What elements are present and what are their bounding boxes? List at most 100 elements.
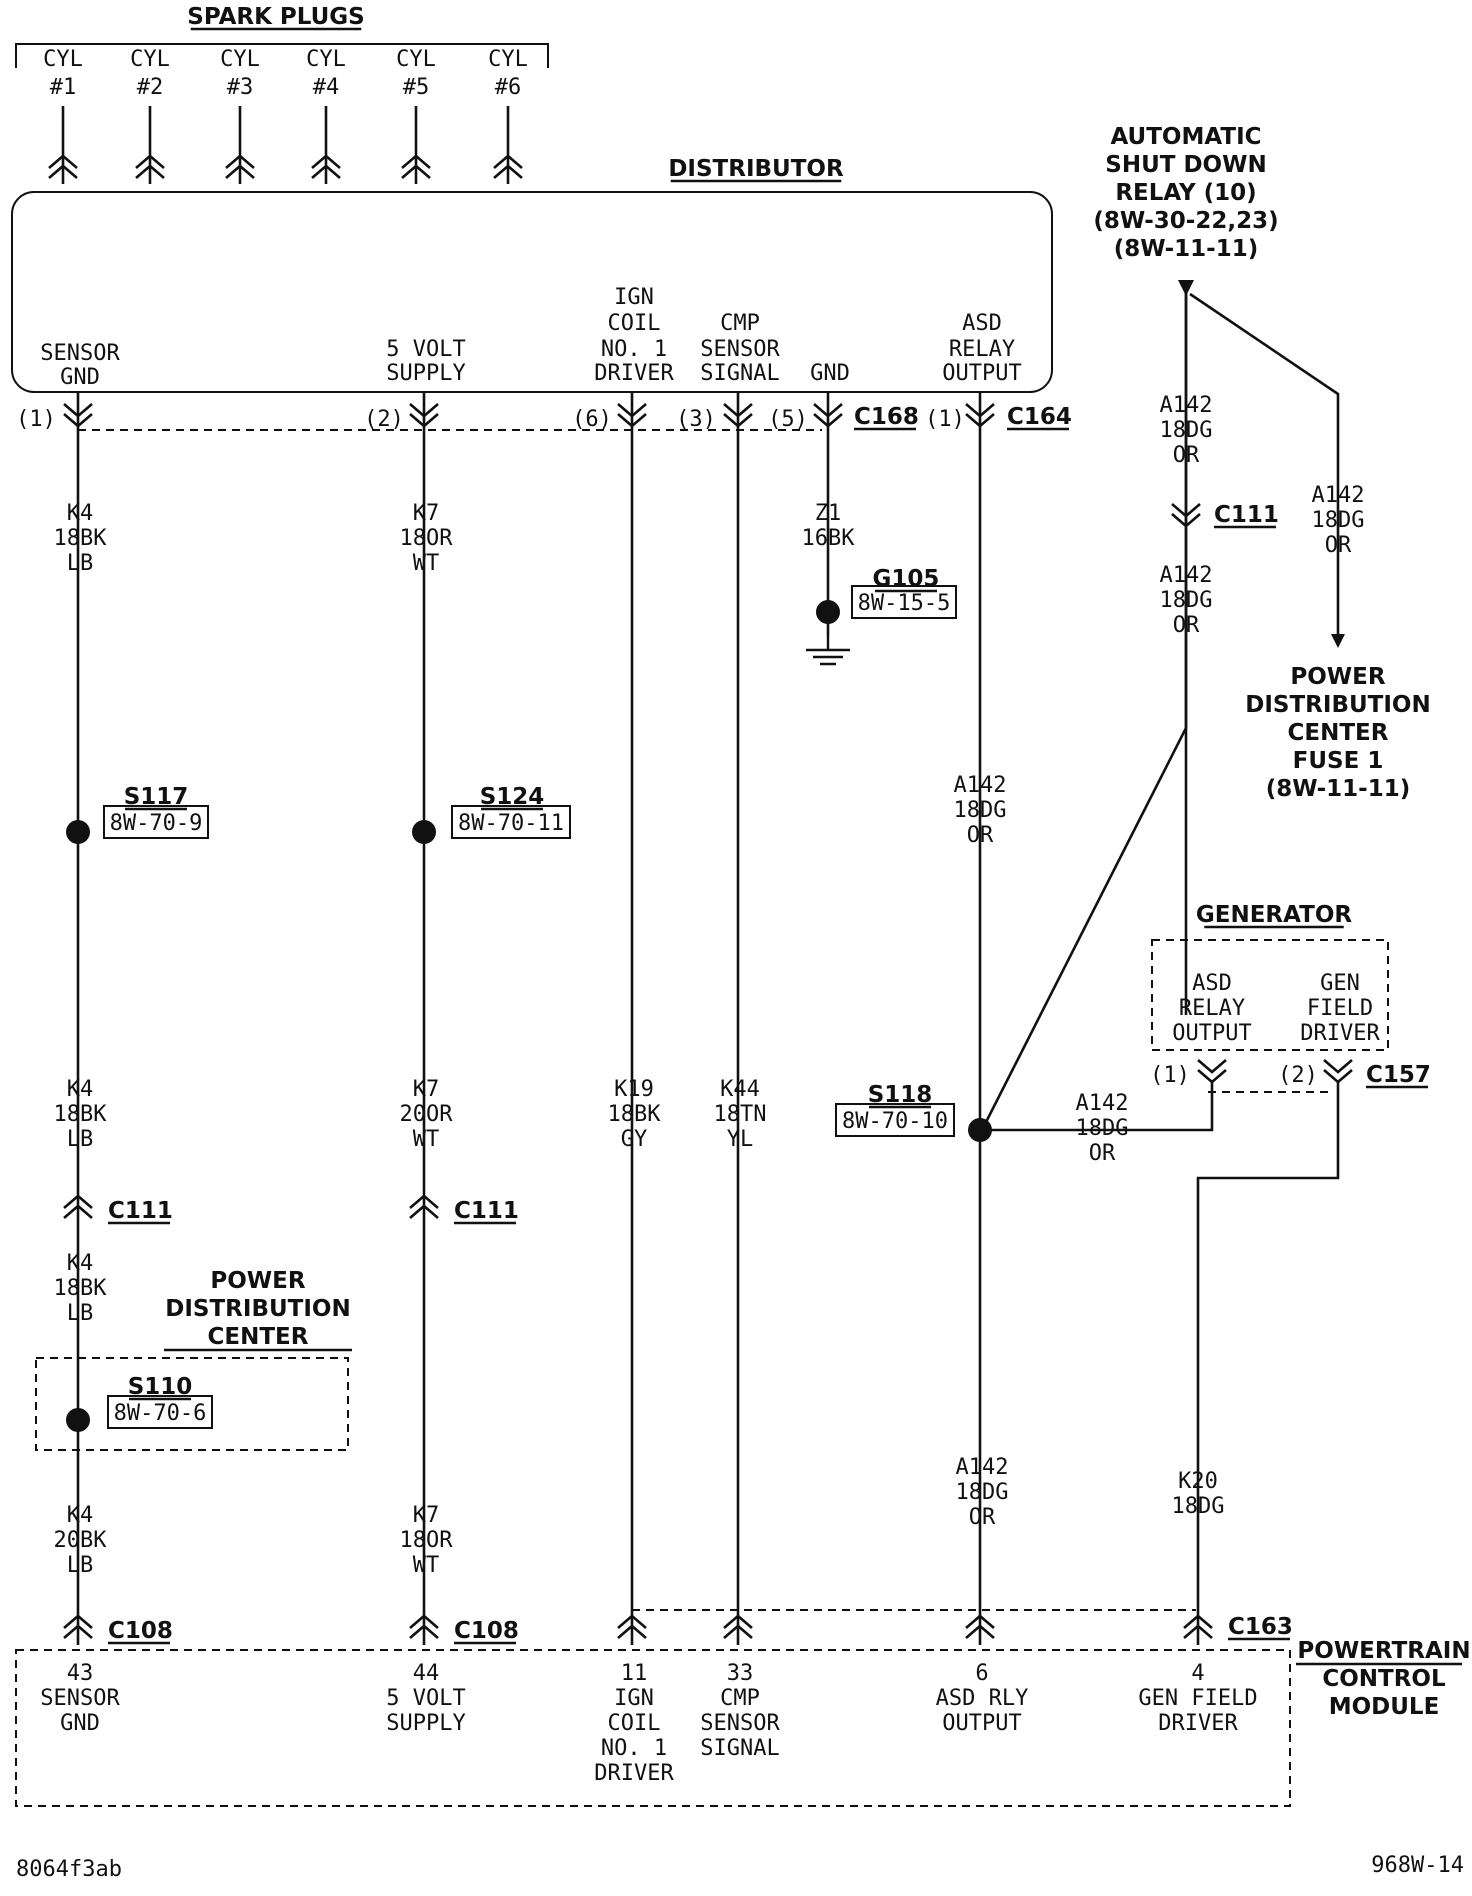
distributor-title: DISTRIBUTOR (668, 156, 844, 182)
wire-label-a142-4-line-2: 18DG (954, 798, 1007, 823)
pdc-fuse-label-line-4: FUSE 1 (1293, 748, 1384, 774)
generator-connector-1 (1197, 1059, 1227, 1084)
generator-cavity-2: (2) (1278, 1063, 1318, 1088)
cyl-4-label: CYL (306, 47, 346, 72)
wire-label-k7-c-line-3: WT (413, 1553, 440, 1578)
distributor-pin-2-line-1: 5 VOLT (386, 337, 465, 362)
wire-label-a142-5-line-3: OR (1089, 1141, 1116, 1166)
pdc-fuse-label-line-1: POWER (1290, 664, 1385, 690)
spark-plug-connector-2 (135, 154, 165, 179)
connector-c108-k4 (63, 1614, 93, 1639)
generator-cavity-1: (1) (1150, 1063, 1190, 1088)
distributor-pin-1-line-1: SENSOR (40, 341, 120, 366)
generator-pin-2-line-3: DRIVER (1300, 1021, 1380, 1046)
wire-label-k4-a-line-1: K4 (67, 501, 94, 526)
distributor-connector-6 (965, 403, 995, 428)
pcm-pin-2-line-2: 5 VOLT (386, 1686, 465, 1711)
pcm-title-line-3: MODULE (1329, 1694, 1440, 1720)
connector-c108-b: C108 (454, 1618, 519, 1644)
connector-c111-k7 (409, 1194, 439, 1219)
pcm-pin-1-line-2: SENSOR (40, 1686, 120, 1711)
wire-label-k4-d-line-2: 20BK (54, 1528, 108, 1553)
wire-label-a142-5-line-2: 18DG (1076, 1116, 1129, 1141)
s124-ref-text: 8W-70-11 (458, 811, 564, 836)
distributor-pin-1-line-2: GND (60, 365, 100, 390)
s110-splice-dot (66, 1408, 90, 1432)
wire-label-k4-a-line-3: LB (67, 551, 94, 576)
connector-c108-k7 (409, 1614, 439, 1639)
pcm-pin-1-line-1: 43 (67, 1661, 94, 1686)
wire-label-a142-4-line-1: A142 (954, 773, 1007, 798)
wire-label-k7-b-line-3: WT (413, 1127, 440, 1152)
s124-splice-dot (412, 820, 436, 844)
wire-label-k4-d-line-3: LB (67, 1553, 94, 1578)
diagram-lines (11, 43, 1389, 1807)
wire-label-k44-line-2: 18TN (714, 1102, 767, 1127)
connector-c111-c: C111 (1214, 502, 1279, 528)
wire-label-k4-c-line-1: K4 (67, 1251, 94, 1276)
pdc-fuse-label-line-5: (8W-11-11) (1266, 776, 1410, 802)
generator-pin-1-line-2: RELAY (1179, 996, 1245, 1021)
spark-plug-connector-3 (225, 154, 255, 179)
generator-title: GENERATOR (1196, 902, 1353, 928)
spark-plug-connector-6 (493, 154, 523, 179)
wire-label-a142-2-line-1: A142 (1160, 563, 1213, 588)
footer-code-left: 8064f3ab (16, 1857, 122, 1882)
connector-c111-a: C111 (108, 1198, 173, 1224)
cyl-2-label: CYL (130, 47, 170, 72)
wire-label-a142-1-line-1: A142 (1160, 393, 1213, 418)
pcm-pin-4-line-3: SENSOR (700, 1711, 780, 1736)
pcm-pin-2-line-3: SUPPLY (386, 1711, 465, 1736)
wire-label-a142-6-line-1: A142 (956, 1455, 1009, 1480)
pdc-label-line-3: CENTER (208, 1324, 309, 1350)
wire-label-k19-line-1: K19 (614, 1077, 654, 1102)
connector-c163-pin-1 (617, 1614, 647, 1639)
cyl-1-label: CYL (43, 47, 83, 72)
wire-label-z1-line-1: Z1 (815, 501, 842, 526)
s117-ref-box (103, 805, 209, 839)
connector-c164: C164 (1007, 404, 1072, 430)
footer-page-ref: 968W-14 (1371, 1853, 1464, 1878)
pcm-pin-1-line-3: GND (60, 1711, 100, 1736)
s118-ref-box (835, 1103, 955, 1137)
cyl-3-label: CYL (220, 47, 260, 72)
connector-c163-pin-3 (965, 1614, 995, 1639)
pdc-fuse-label-line-2: DISTRIBUTION (1245, 692, 1430, 718)
asd-relay-terminal-icon (1178, 280, 1194, 296)
spark-plugs-title: SPARK PLUGS (187, 4, 364, 30)
distributor-pin-4-line-2: SENSOR (700, 337, 780, 362)
cyl-5-number: #5 (403, 75, 430, 100)
s117-name: S117 (124, 784, 189, 810)
distributor-pin-4-line-1: CMP (720, 311, 760, 336)
wire-a142-to-pdc-fuse (1189, 292, 1340, 640)
distributor-pin-3-line-4: DRIVER (594, 361, 674, 386)
wire-label-a142-4-line-3: OR (967, 823, 994, 848)
generator-connector-2 (1323, 1059, 1353, 1084)
distributor-connector-3 (617, 403, 647, 428)
pdc-label-line-1: POWER (210, 1268, 305, 1294)
generator-pin-2-line-2: FIELD (1307, 996, 1373, 1021)
connector-c111-k4 (63, 1194, 93, 1219)
s118-ref-text: 8W-70-10 (842, 1109, 948, 1134)
wire-label-a142-3-line-1: A142 (1312, 483, 1365, 508)
distributor-connector-2 (409, 403, 439, 428)
s117-ref-text: 8W-70-9 (110, 811, 203, 836)
pcm-pin-3-line-1: 11 (621, 1661, 648, 1686)
wire-label-a142-6-line-3: OR (969, 1505, 996, 1530)
wire-label-a142-1-line-2: 18DG (1160, 418, 1213, 443)
g105-ground-dot (816, 600, 840, 624)
distributor-connector-1 (63, 403, 93, 428)
pcm-pin-3-line-2: IGN (614, 1686, 654, 1711)
spark-plug-connector-5 (401, 154, 431, 179)
pdc-label-line-2: DISTRIBUTION (165, 1296, 350, 1322)
wire-label-k19-line-3: GY (621, 1127, 648, 1152)
distributor-cavity-5: (5) (768, 407, 808, 432)
distributor-cavity-1: (1) (16, 407, 56, 432)
distributor-connector-5 (813, 403, 843, 428)
g105-name: G105 (873, 566, 940, 592)
asd-relay-label-line-3: RELAY (10) (1115, 180, 1256, 206)
wire-label-k19-line-2: 18BK (608, 1102, 662, 1127)
wire-label-k7-a-line-1: K7 (413, 501, 440, 526)
connector-c157: C157 (1366, 1062, 1431, 1088)
